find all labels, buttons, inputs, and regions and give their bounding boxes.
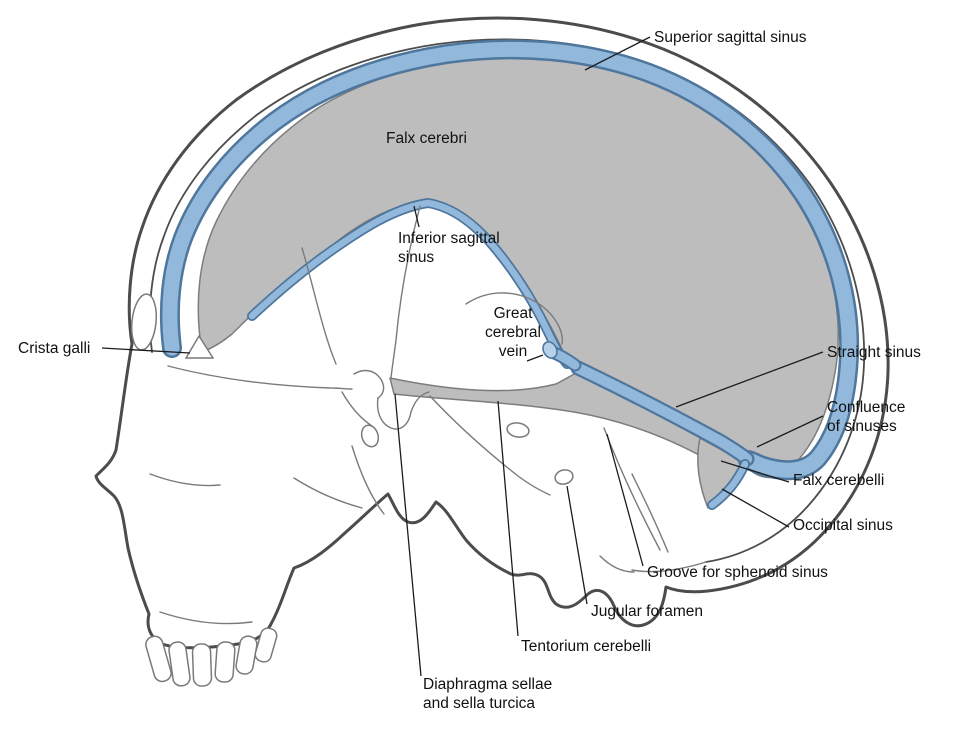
label-confluence-of-sinuses: Confluence of sinuses [827, 399, 906, 435]
superior-sagittal-sinus-shape [162, 41, 857, 478]
sphenoid-sinus-line [341, 391, 373, 427]
tooth [254, 627, 278, 663]
leader-crista-galli [101, 347, 191, 354]
label-occipital-sinus: Occipital sinus [793, 517, 893, 534]
anterior-clinoid-line [353, 369, 385, 399]
label-great-cerebral-vein: Great cerebral vein [485, 305, 541, 360]
leader-diaphragma-sellae [394, 393, 422, 677]
tooth [145, 635, 172, 683]
leader-superior-sagittal-sinus [584, 36, 651, 71]
clivus-line [429, 395, 551, 496]
dorsum-sellae-line [410, 391, 430, 413]
leader-confluence-of-sinuses [756, 415, 824, 448]
leader-jugular-foramen [566, 485, 588, 605]
tooth [168, 641, 191, 687]
inferior-sagittal-sinus-shape [248, 199, 571, 368]
label-straight-sinus: Straight sinus [827, 344, 921, 361]
label-tentorium-cerebelli: Tentorium cerebelli [521, 638, 652, 655]
leader-groove-for-sphenoid-sinus [606, 433, 644, 567]
leader-inferior-sagittal-sinus [413, 205, 420, 228]
upper-teeth [145, 627, 278, 687]
jugular-foramen-shape [554, 469, 574, 485]
sphenoid-foramen-shape [360, 424, 380, 448]
palate-line [159, 611, 253, 625]
leader-occipital-sinus [721, 488, 790, 528]
crista-galli-shape [184, 334, 215, 359]
sella-turcica-line [376, 397, 412, 430]
label-groove-for-sphenoid-sinus: Groove for sphenoid sinus [647, 564, 828, 581]
label-diaphragma-sellae: Diaphragma sellae and sella turcica [423, 676, 553, 712]
straight-sinus-shape [572, 362, 753, 465]
tooth [191, 643, 213, 687]
label-superior-sagittal-sinus: Superior sagittal sinus [654, 29, 807, 46]
label-crista-galli: Crista galli [18, 340, 91, 357]
label-jugular-foramen: Jugular foramen [591, 603, 704, 620]
internal-acoustic-meatus-shape [506, 422, 530, 438]
label-falx-cerebri: Falx cerebri [386, 130, 467, 147]
midbrain-outline [465, 292, 563, 345]
pterygoid-line [351, 445, 385, 515]
leader-straight-sinus [675, 351, 824, 408]
leader-lines [101, 36, 824, 677]
coronal-suture-line [301, 247, 337, 365]
tooth [214, 641, 236, 683]
nasal-line [149, 473, 221, 487]
suture-line [390, 205, 421, 379]
anterior-fossa-floor-line [167, 365, 353, 390]
great-cerebral-vein-opening [542, 341, 558, 359]
leader-great-cerebral-vein [526, 354, 544, 362]
zygomatic-line [293, 477, 363, 509]
mastoid-detail-line [599, 555, 635, 573]
lambdoid-suture-line-2 [631, 473, 669, 553]
label-inferior-sagittal-sinus: Inferior sagittal sinus [398, 230, 500, 266]
label-falx-cerebelli: Falx cerebelli [793, 472, 885, 489]
leader-falx-cerebelli [720, 460, 790, 483]
occipital-base-line [631, 561, 707, 573]
leader-tentorium-cerebelli [497, 400, 519, 637]
